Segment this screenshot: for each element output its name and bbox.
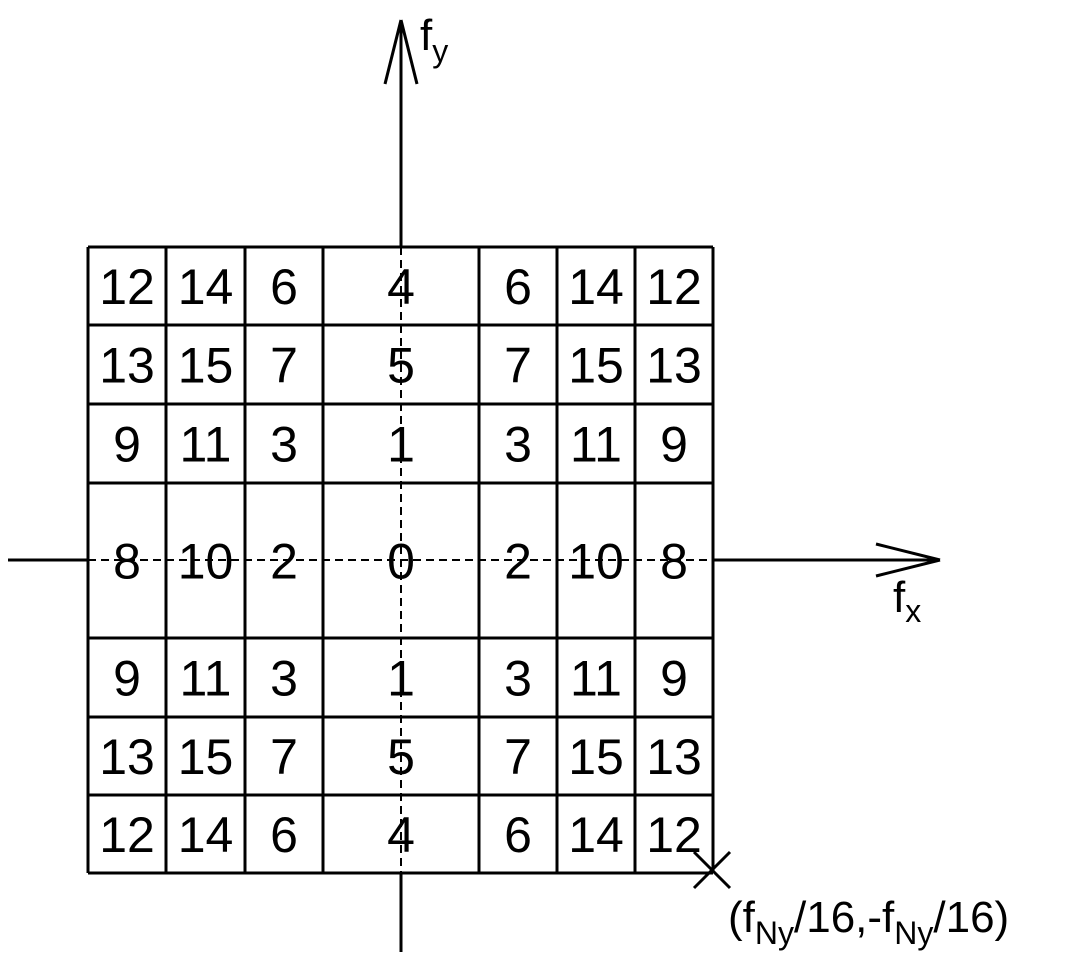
grid-cell-value: 13 bbox=[646, 729, 702, 785]
grid-cell-value: 13 bbox=[646, 338, 702, 394]
grid-cell-value: 8 bbox=[660, 534, 688, 590]
grid-cell-value: 11 bbox=[180, 651, 232, 707]
grid-cell-value: 1 bbox=[387, 651, 415, 707]
grid-cell-value: 7 bbox=[504, 729, 532, 785]
grid-cell-value: 7 bbox=[270, 338, 298, 394]
grid-cell-value: 12 bbox=[646, 259, 702, 315]
grid-cell-value: 14 bbox=[178, 807, 234, 863]
fx-arrowhead bbox=[875, 558, 941, 578]
grid-cell-value: 10 bbox=[568, 534, 624, 590]
grid-cell-value: 3 bbox=[270, 651, 298, 707]
grid-cell-value: 9 bbox=[113, 417, 141, 473]
grid-cell-value: 0 bbox=[387, 534, 415, 590]
grid-cell-value: 15 bbox=[178, 338, 234, 394]
grid-cell-value: 3 bbox=[504, 417, 532, 473]
grid-cell-value: 3 bbox=[504, 651, 532, 707]
grid-cell-value: 14 bbox=[568, 807, 624, 863]
grid-cell-value: 11 bbox=[570, 651, 622, 707]
fx-arrowhead bbox=[875, 542, 941, 562]
grid-cell-value: 6 bbox=[270, 807, 298, 863]
grid-cell-value: 12 bbox=[99, 259, 155, 315]
corner-marker bbox=[692, 850, 732, 890]
corner-coordinate-label: (fNy/16,-fNy/16) bbox=[728, 893, 1009, 951]
grid-cell-value: 9 bbox=[660, 651, 688, 707]
grid-cell-value: 10 bbox=[178, 534, 234, 590]
grid-cell-value: 13 bbox=[99, 338, 155, 394]
grid-cell-value: 7 bbox=[504, 338, 532, 394]
grid-cell-value: 5 bbox=[387, 729, 415, 785]
grid-cell-value: 15 bbox=[568, 338, 624, 394]
grid-cell-value: 14 bbox=[568, 259, 624, 315]
grid-cell-value: 15 bbox=[178, 729, 234, 785]
grid-cell-value: 12 bbox=[646, 807, 702, 863]
grid-cell-value: 13 bbox=[99, 729, 155, 785]
fy-axis-label: fy bbox=[420, 11, 448, 69]
grid-cell-value: 2 bbox=[270, 534, 298, 590]
grid-cell-value: 8 bbox=[113, 534, 141, 590]
grid-cell-value: 2 bbox=[504, 534, 532, 590]
grid-cell-value: 15 bbox=[568, 729, 624, 785]
axes bbox=[8, 19, 941, 952]
grid-cell-value: 9 bbox=[113, 651, 141, 707]
grid-cell-value: 9 bbox=[660, 417, 688, 473]
grid-cell-value: 1 bbox=[387, 417, 415, 473]
grid-cell-value: 6 bbox=[504, 807, 532, 863]
fx-axis-label: fx bbox=[893, 573, 921, 629]
grid-cell-value: 4 bbox=[387, 807, 415, 863]
grid-cell-value: 11 bbox=[570, 417, 622, 473]
fy-arrowhead bbox=[383, 19, 403, 85]
grid-cell-value: 4 bbox=[387, 259, 415, 315]
grid-cell-value: 3 bbox=[270, 417, 298, 473]
grid-cell-value: 14 bbox=[178, 259, 234, 315]
grid-cell-value: 5 bbox=[387, 338, 415, 394]
grid-cell-value: 6 bbox=[504, 259, 532, 315]
grid-cell-value: 7 bbox=[270, 729, 298, 785]
grid-cell-value: 12 bbox=[99, 807, 155, 863]
fy-arrowhead bbox=[399, 19, 419, 85]
grid-cell-value: 6 bbox=[270, 259, 298, 315]
grid-cell-value: 11 bbox=[180, 417, 232, 473]
